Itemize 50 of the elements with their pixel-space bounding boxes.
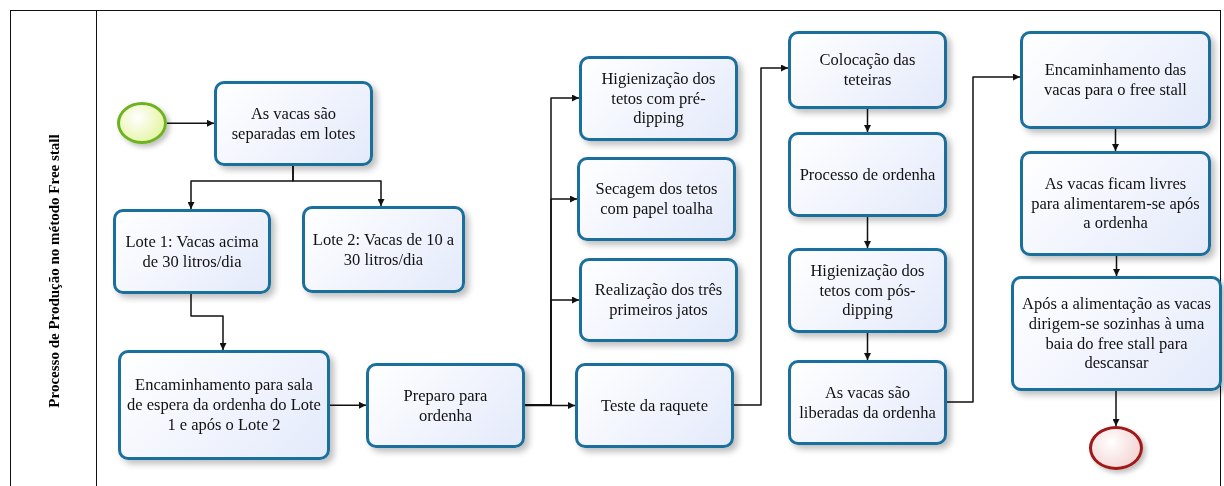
arrow [946, 73, 1021, 403]
box-text: Lote 1: Vacas acima de 30 litros/dia [124, 231, 260, 272]
process-box [1020, 151, 1211, 256]
process-box [788, 31, 947, 109]
arrow [292, 165, 385, 207]
process-box [788, 248, 947, 333]
box-text: Teste da raquete [601, 395, 708, 416]
box-text: Higienização dos tetos com pré-dipping [600, 68, 717, 129]
box-text: As vacas são separadas em lotes [230, 103, 357, 144]
process-box [1011, 276, 1222, 391]
box-text: Encaminhamento das vacas para o free stall [1043, 60, 1188, 100]
process-box [214, 81, 373, 166]
arrow [1112, 128, 1119, 152]
arrow [733, 64, 789, 406]
arrow [1112, 390, 1120, 427]
process-box [366, 363, 525, 448]
lane-title: Processo de Produção no método Free stall [45, 134, 63, 408]
arrow [864, 332, 871, 361]
process-box [579, 56, 738, 141]
process-box [788, 132, 947, 217]
box-text: Realização dos três primeiros jatos [593, 280, 724, 320]
start-event-circle [117, 102, 167, 144]
box-text: Secagem dos tetos com papel toalha [594, 179, 719, 219]
process-box [1020, 31, 1211, 129]
box-text: As vacas são liberadas da ordenha [798, 382, 937, 423]
box-text: Encaminhamento para sala de espera da ordenha do Lote 1 e após o Lote 2 [127, 375, 321, 435]
arrow [524, 402, 576, 409]
arrow [190, 293, 227, 351]
arrow [864, 216, 871, 249]
process-box [302, 206, 465, 293]
box-text: Preparo para ordenha [402, 385, 489, 426]
process-box [577, 157, 736, 241]
process-box [788, 360, 947, 445]
swimlane [10, 10, 1221, 486]
box-text: Processo de ordenha [799, 164, 936, 185]
process-box [579, 258, 738, 342]
process-box [118, 350, 330, 460]
process-box [113, 209, 271, 294]
arrow [329, 401, 367, 409]
arrow [1113, 255, 1120, 277]
box-text: Colocação das teteiras [818, 50, 917, 90]
box-text: Lote 2: Vacas de 10 a 30 litros/dia [311, 229, 456, 270]
arrow [864, 108, 871, 133]
end-event-circle [1089, 426, 1143, 470]
box-text: Higienização dos tetos com pós-dipping [809, 260, 926, 321]
arrow [524, 296, 580, 406]
box-text: As vacas ficam livres para alimentarem-se após a ordenha [1030, 173, 1201, 234]
arrow [166, 119, 215, 127]
process-box [575, 363, 734, 448]
box-text: Após a alimentação as vacas dirigem-se sozinhas à uma baia do free stall para descansar [1021, 293, 1212, 374]
